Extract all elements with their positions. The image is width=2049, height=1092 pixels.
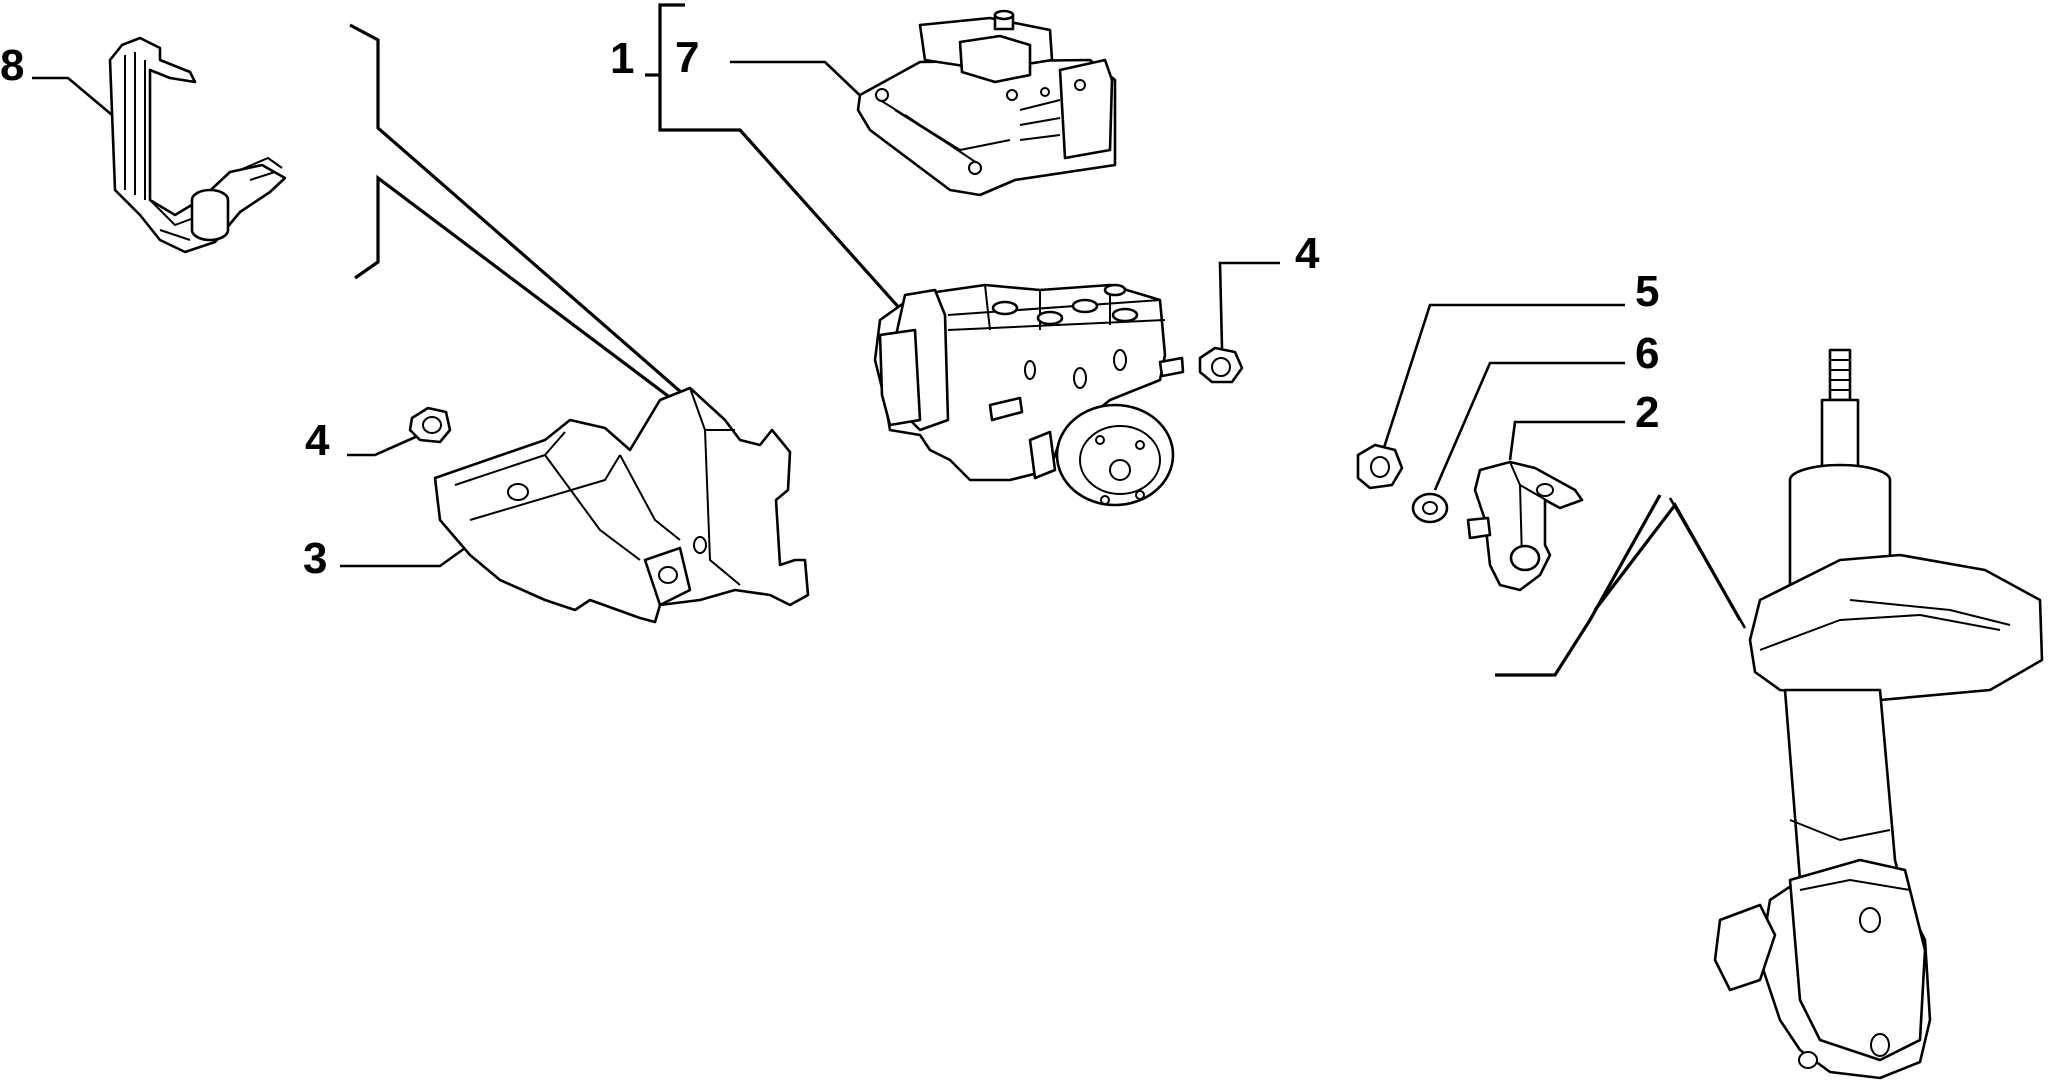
callout-4-left: 4	[305, 416, 330, 465]
callout-4-right: 4	[1295, 229, 1320, 278]
sensor-bracket	[1466, 460, 1584, 592]
group-bracket-strut	[1495, 494, 1662, 677]
washer	[1411, 492, 1449, 524]
callout-2: 2	[1635, 388, 1659, 437]
leader-lines	[32, 3, 1747, 677]
callout-3: 3	[303, 534, 327, 583]
callout-1: 1	[610, 34, 634, 83]
leader-7	[730, 60, 871, 106]
leader-strut	[1668, 497, 1747, 629]
callout-labels: 1 7 8 4 3 4 5 6 2	[0, 33, 1659, 583]
hex-nut-left	[408, 406, 452, 444]
shock-absorber-strut	[1713, 348, 2044, 1080]
leader-2	[1508, 420, 1625, 461]
callout-6: 6	[1635, 329, 1659, 378]
leader-5	[1378, 303, 1625, 461]
group-bracket-left-2	[354, 174, 681, 407]
pipe-holder-bracket	[108, 36, 287, 254]
callout-8: 8	[0, 41, 24, 90]
group-bracket-left	[349, 23, 692, 402]
abs-control-module	[856, 9, 1117, 197]
mounting-bracket	[433, 386, 810, 624]
leader-4-left	[347, 433, 421, 457]
leader-4-right	[1218, 261, 1280, 349]
flange-nut	[1356, 443, 1404, 490]
callout-7: 7	[675, 33, 699, 82]
group-bracket-1	[658, 3, 912, 322]
hex-nut-right	[1198, 346, 1244, 384]
leader-6	[1433, 361, 1625, 491]
abs-hydraulic-unit	[873, 283, 1185, 507]
group-bracket-strut-2	[1593, 502, 1742, 621]
callout-5: 5	[1635, 267, 1659, 316]
leader-8	[32, 76, 119, 121]
